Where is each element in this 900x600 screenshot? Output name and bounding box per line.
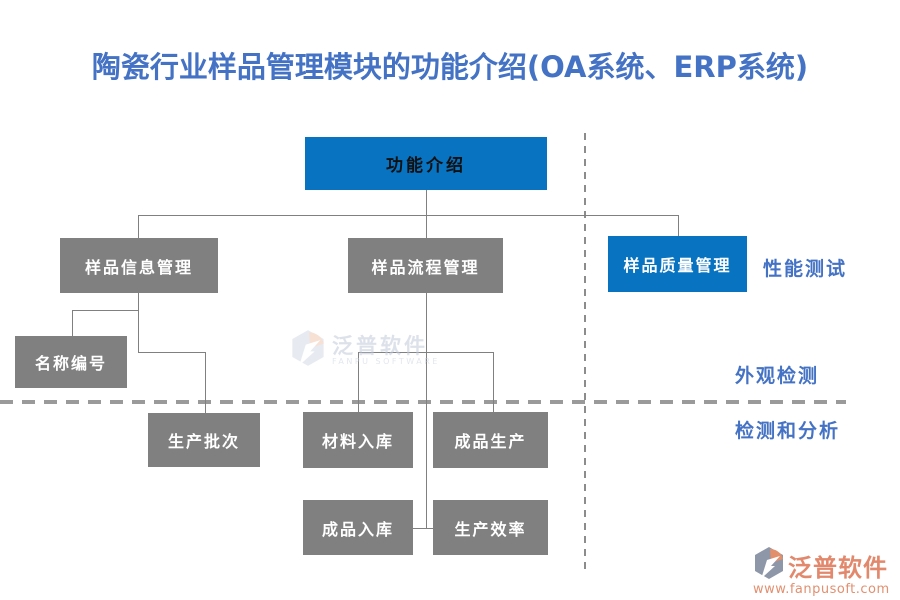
node-production-batch: 生产批次 [148, 413, 260, 467]
connector [138, 215, 679, 216]
connector [138, 293, 139, 352]
node-name-number: 名称编号 [15, 336, 127, 388]
connector [413, 528, 433, 529]
node-sample-quality-management: 样品质量管理 [608, 236, 747, 292]
node-finished-inbound: 成品入库 [303, 500, 413, 555]
connector [493, 352, 494, 412]
connector [72, 310, 138, 311]
label-inspection-analysis: 检测和分析 [735, 420, 841, 442]
connector [426, 293, 427, 528]
footer-logo-icon [753, 546, 785, 584]
node-sample-info-management: 样品信息管理 [60, 238, 218, 293]
connector [426, 215, 427, 238]
footer-brand: 泛普软件 [788, 553, 888, 582]
connector [72, 310, 73, 336]
watermark-brand-en: FANPU SOFTWARE [332, 356, 440, 366]
node-function-intro: 功能介绍 [305, 137, 547, 190]
connector [205, 352, 206, 413]
footer-url: www.fanpusoft.com [753, 582, 890, 597]
vertical-dashed-separator [584, 133, 586, 572]
connector [358, 352, 493, 353]
connector [138, 352, 205, 353]
node-sample-process-management: 样品流程管理 [348, 238, 503, 293]
label-appearance-inspection: 外观检测 [735, 365, 820, 387]
watermark-logo-icon [290, 329, 326, 371]
node-production-efficiency: 生产效率 [433, 500, 548, 555]
connector [358, 352, 359, 412]
label-performance-test: 性能测试 [763, 258, 848, 280]
horizontal-dashed-separator [0, 400, 846, 404]
connector [138, 215, 139, 238]
connector [426, 190, 427, 215]
node-finished-production: 成品生产 [433, 412, 548, 468]
connector [678, 215, 679, 236]
watermark-text: 泛普软件 FANPU SOFTWARE [332, 335, 440, 366]
watermark: 泛普软件 FANPU SOFTWARE [290, 329, 440, 371]
page-title: 陶瓷行业样品管理模块的功能介绍(OA系统、ERP系统) [91, 50, 809, 84]
node-material-inbound: 材料入库 [303, 412, 413, 468]
watermark-brand: 泛普软件 [332, 333, 428, 358]
footer-logo: 泛普软件 www.fanpusoft.com [753, 546, 893, 597]
